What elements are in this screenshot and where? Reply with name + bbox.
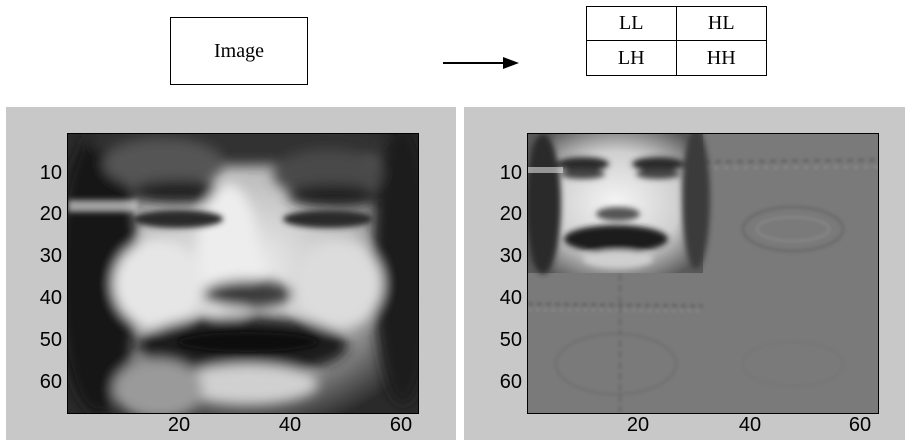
subband-lh: LH xyxy=(587,41,677,75)
image-box: Image xyxy=(170,17,308,85)
x-tick: 40 xyxy=(738,414,762,436)
y-tick: 20 xyxy=(39,203,62,225)
original-face-plot xyxy=(67,133,419,414)
y-tick: 60 xyxy=(39,371,62,393)
subband-hh: HH xyxy=(706,46,736,69)
x-tick: 60 xyxy=(848,414,872,436)
y-tick: 10 xyxy=(499,162,522,184)
y-tick: 50 xyxy=(39,329,62,351)
y-tick: 30 xyxy=(499,245,522,267)
x-tick: 20 xyxy=(626,414,650,436)
subband-ll: LL xyxy=(587,7,677,41)
image-box-label: Image xyxy=(214,39,264,62)
right-arrow-icon xyxy=(443,57,519,69)
original-image-panel: 10 20 30 40 50 60 20 40 60 xyxy=(6,107,456,440)
wavelet-plot xyxy=(527,133,879,414)
subband-grid: LL HL LH HH xyxy=(586,6,767,76)
y-tick: 50 xyxy=(499,329,522,351)
wavelet-decomposition-panel: 10 20 30 40 50 60 20 40 60 xyxy=(464,107,905,440)
y-tick: 10 xyxy=(39,162,62,184)
y-tick: 20 xyxy=(499,203,522,225)
x-tick: 60 xyxy=(389,414,413,436)
y-tick: 40 xyxy=(39,287,62,309)
y-tick: 60 xyxy=(499,371,522,393)
y-tick: 30 xyxy=(39,245,62,267)
face-image xyxy=(68,134,418,413)
y-tick: 40 xyxy=(499,287,522,309)
x-tick: 40 xyxy=(278,414,302,436)
x-tick: 20 xyxy=(167,414,191,436)
wavelet-image xyxy=(528,134,878,413)
subband-hl: HL xyxy=(676,7,766,41)
